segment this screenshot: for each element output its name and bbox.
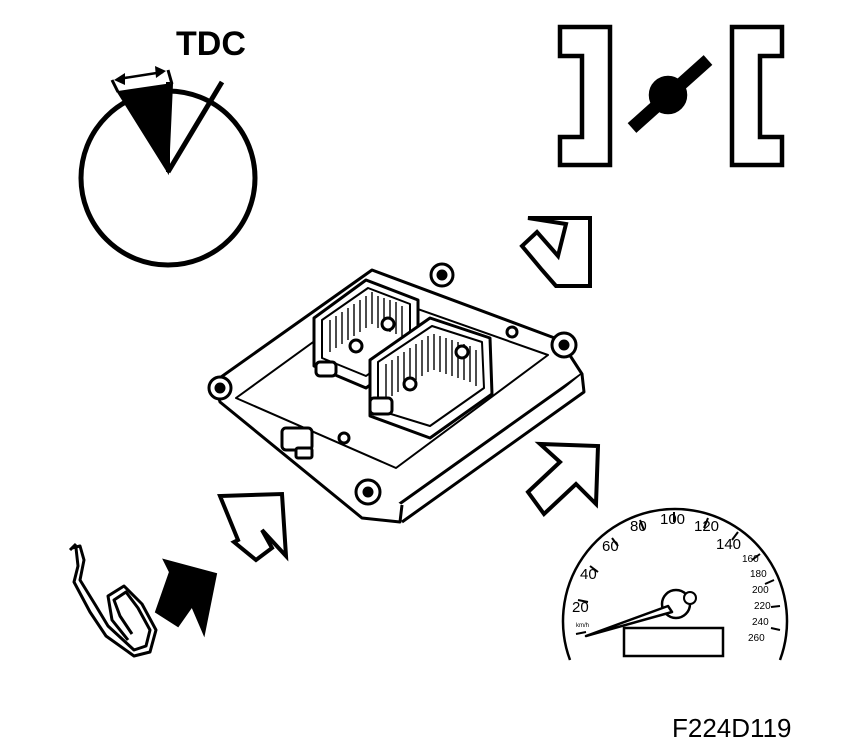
speed-tick-240: 240 [752,617,769,628]
crank-timing-icon: TDC [78,25,258,268]
speed-tick-180: 180 [750,569,767,580]
speed-unit: km/h [576,623,589,629]
input-arrow-icon [519,216,592,288]
speed-tick-80: 80 [630,518,647,535]
speed-tick-20: 20 [572,599,589,616]
input-arrow-icon [217,491,289,563]
speed-tick-40: 40 [580,566,597,583]
speed-tick-140: 140 [716,536,741,553]
speed-tick-160: 160 [742,554,759,565]
throttle-valve-icon [557,24,785,168]
input-arrow-icon [525,441,601,518]
speed-tick-60: 60 [602,538,619,555]
odometer-display [622,626,725,658]
speed-tick-200: 200 [752,585,769,596]
knock-sensor-icon [68,542,218,658]
tdc-label: TDC [176,25,246,63]
speed-tick-220: 220 [754,601,771,612]
speedometer-icon: 20 40 60 80 100 120 140 160 180 200 220 … [561,507,789,661]
ecu-module-icon [207,262,586,524]
speed-tick-260: 260 [748,633,765,644]
figure-id: F224D119 [672,713,792,743]
speed-tick-120: 120 [694,518,719,535]
speed-tick-100: 100 [660,511,685,528]
